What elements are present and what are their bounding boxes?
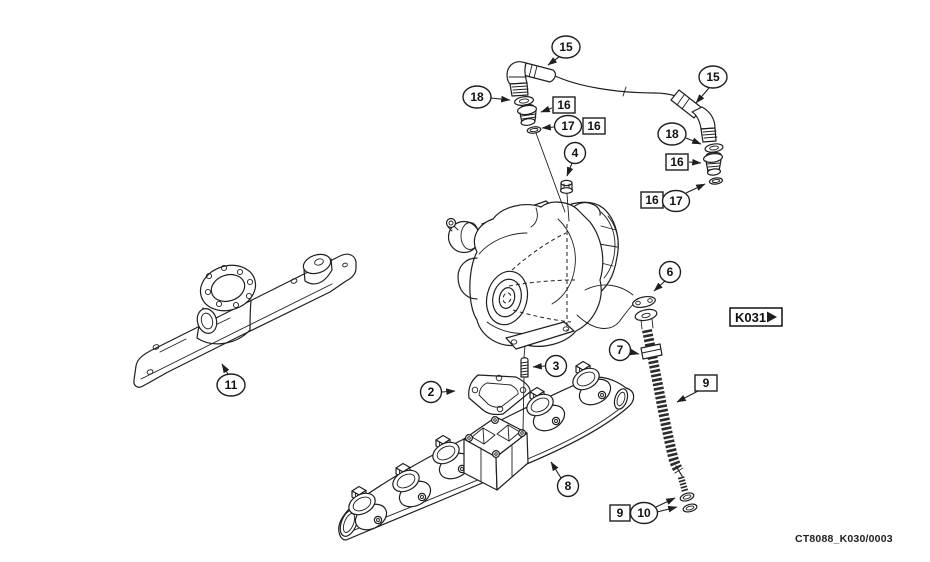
callout-11[interactable]: 11 bbox=[216, 363, 246, 397]
callout-label: 18 bbox=[665, 127, 679, 141]
figure-reference-tag[interactable]: K031 bbox=[729, 307, 783, 327]
tube-collar bbox=[675, 465, 683, 477]
callout-label: 16 bbox=[645, 193, 659, 207]
callout-16-left-pair[interactable]: 16 bbox=[582, 117, 606, 135]
connector-fitting-left bbox=[516, 103, 538, 126]
seal-ring-right bbox=[708, 177, 724, 185]
callout-label: 15 bbox=[559, 40, 573, 54]
callout-label: 16 bbox=[587, 119, 601, 133]
callout-label: 4 bbox=[572, 146, 579, 160]
callout-18-right[interactable]: 18 bbox=[657, 122, 702, 146]
callout-16-bottom-right[interactable]: 16 bbox=[640, 191, 664, 209]
oil-drain-tube-parts bbox=[632, 295, 698, 513]
callout-label: 17 bbox=[561, 119, 575, 133]
callout-15-left[interactable]: 15 bbox=[547, 35, 581, 66]
callout-label: 15 bbox=[706, 70, 720, 84]
callout-17-right[interactable]: 17 bbox=[661, 183, 706, 213]
drain-tube-flange bbox=[634, 308, 658, 330]
callout-18-left[interactable]: 18 bbox=[462, 85, 511, 109]
callout-10[interactable]: 10 bbox=[629, 497, 678, 525]
callouts: 15 15 18 16 17 16 4 bbox=[216, 35, 728, 525]
turbocharger-part bbox=[445, 200, 641, 350]
elbow-hose-fitting-right bbox=[670, 89, 718, 143]
callout-label: 17 bbox=[669, 194, 683, 208]
callout-3[interactable]: 3 bbox=[532, 354, 568, 378]
callout-label: 6 bbox=[667, 265, 674, 279]
tube-threaded-tip bbox=[677, 476, 689, 492]
nut-part bbox=[559, 179, 574, 194]
o-ring bbox=[679, 492, 695, 502]
figure-caption: CT8088_K030/0003 bbox=[795, 533, 893, 545]
callout-4[interactable]: 4 bbox=[563, 141, 587, 177]
callout-label: 10 bbox=[637, 506, 651, 520]
oil-supply-line-parts bbox=[506, 61, 724, 222]
exhaust-manifold-part bbox=[338, 360, 635, 541]
callout-16-right[interactable]: 16 bbox=[665, 153, 702, 171]
reference-tag-label: K031 bbox=[735, 310, 766, 325]
mounting-stud-part bbox=[520, 345, 529, 432]
intake-adapter-plate-part bbox=[133, 253, 357, 388]
callout-16-top-left[interactable]: 16 bbox=[540, 96, 576, 114]
callout-label: 8 bbox=[565, 479, 572, 493]
next-figure-arrow-icon bbox=[767, 311, 777, 323]
callout-label: 7 bbox=[617, 343, 624, 357]
callout-9-tube[interactable]: 9 bbox=[676, 374, 718, 403]
callout-label: 3 bbox=[553, 359, 560, 373]
turbo-mount-gasket-part bbox=[468, 374, 531, 416]
seal-ring-left bbox=[526, 126, 542, 134]
washer-right bbox=[704, 143, 724, 153]
elbow-hose-fitting-left bbox=[506, 61, 556, 97]
tube-clamp-nut bbox=[640, 343, 663, 360]
o-ring bbox=[682, 503, 698, 513]
callout-8[interactable]: 8 bbox=[550, 461, 580, 498]
callout-label: 18 bbox=[470, 90, 484, 104]
callout-label: 9 bbox=[703, 376, 710, 390]
callout-7[interactable]: 7 bbox=[608, 338, 640, 362]
drain-flange-gasket bbox=[632, 295, 656, 309]
callout-9-bottom[interactable]: 9 bbox=[609, 504, 631, 522]
callout-15-right[interactable]: 15 bbox=[695, 65, 728, 104]
callout-label: 2 bbox=[428, 385, 435, 399]
callout-6[interactable]: 6 bbox=[653, 260, 682, 292]
callout-label: 9 bbox=[617, 506, 624, 520]
callout-label: 11 bbox=[225, 378, 238, 392]
callout-17-left[interactable]: 17 bbox=[541, 114, 583, 138]
connector-fitting-right bbox=[702, 151, 724, 176]
callout-2[interactable]: 2 bbox=[419, 380, 456, 404]
callout-label: 16 bbox=[557, 98, 571, 112]
callout-label: 16 bbox=[670, 155, 684, 169]
